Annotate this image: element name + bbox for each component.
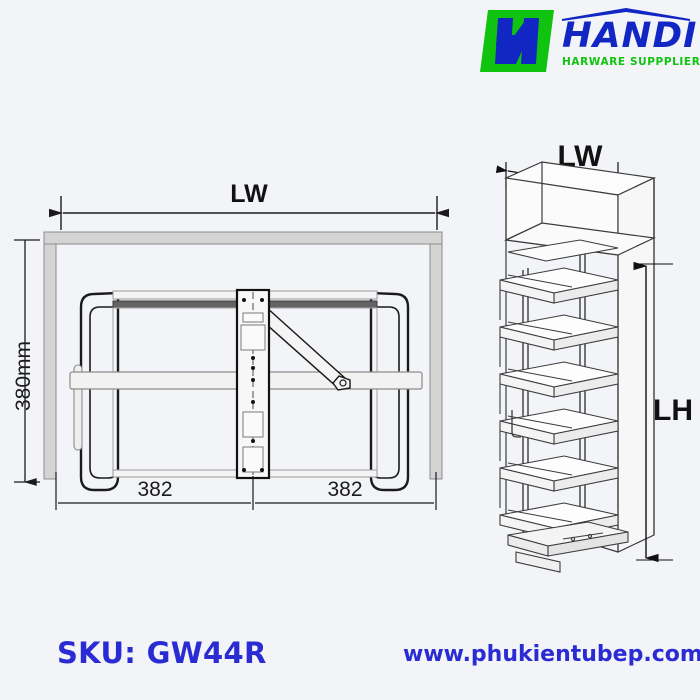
basket-tier <box>499 267 619 304</box>
front-view-drawing: LW 380mm <box>0 180 470 525</box>
lw-label-front: LW <box>230 180 268 208</box>
website-label[interactable]: www.phukientubep.com <box>403 642 700 667</box>
lh-label-iso: LH <box>653 394 693 427</box>
brand-logo: HANDI HARWARE SUPPPLIER <box>480 8 700 84</box>
cabinet-outline-front <box>43 231 443 480</box>
basket-tier <box>499 314 619 351</box>
lw-dimension-front: LW <box>49 180 449 230</box>
segment-right-label: 382 <box>327 478 362 501</box>
footer: SKU: GW44R www.phukientubep.com <box>0 630 700 690</box>
iso-view-drawing: LW <box>468 140 700 590</box>
left-end-frame <box>73 291 120 492</box>
handi-h-monogram-icon <box>480 10 554 72</box>
basket-tier <box>499 455 619 492</box>
segment-dimensions-front: 382 382 <box>55 472 437 510</box>
height-label-front: 380mm <box>12 341 35 411</box>
height-dimension-front: 380mm <box>12 239 40 486</box>
basket-tier <box>499 361 619 398</box>
brand-name: HANDI <box>562 16 698 56</box>
pullout-basket-rack <box>499 239 629 573</box>
basket-tier <box>499 408 619 445</box>
sku-label: SKU: GW44R <box>57 636 267 670</box>
roof-chevron-icon <box>562 8 690 21</box>
center-mounting-plate <box>235 288 271 480</box>
segment-left-label: 382 <box>137 478 172 501</box>
lh-dimension-iso: LH <box>633 261 693 563</box>
brand-tagline: HARWARE SUPPPLIER <box>562 56 700 68</box>
pullout-frame-assembly <box>69 288 423 492</box>
brand-wordmark: HANDI HARWARE SUPPPLIER <box>562 8 700 68</box>
base-slide-mechanism <box>507 521 629 573</box>
